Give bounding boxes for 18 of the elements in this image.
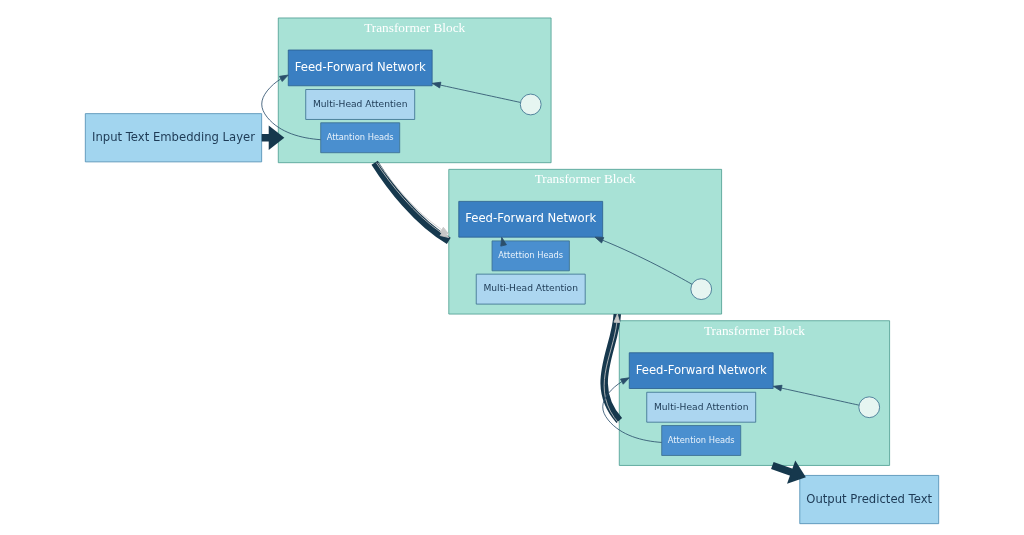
node-box: Input Text Embedding Layer: [84, 113, 263, 163]
node-box: Multi-Head Attention: [475, 273, 586, 305]
node-box: Feed-Forward Network: [458, 200, 604, 238]
arrow: [602, 377, 662, 443]
arrow: [431, 81, 521, 103]
node-circle: [858, 396, 881, 419]
node-circle: [690, 278, 713, 300]
arrow: [771, 460, 806, 484]
node-box: Attention Heads: [661, 425, 742, 456]
node-box: Multi-Head Attention: [646, 391, 757, 423]
node-box: Output Predicted Text: [799, 475, 940, 525]
node-box: Attantion Heads: [320, 122, 401, 154]
arrow: [772, 384, 860, 406]
node-circle: [519, 93, 542, 116]
node-box: Feed-Forward Network: [628, 352, 774, 389]
node-box: Multi-Head Attentien: [305, 89, 416, 120]
arrow: [594, 236, 693, 285]
node-box: Feed-Forward Network: [287, 49, 433, 87]
